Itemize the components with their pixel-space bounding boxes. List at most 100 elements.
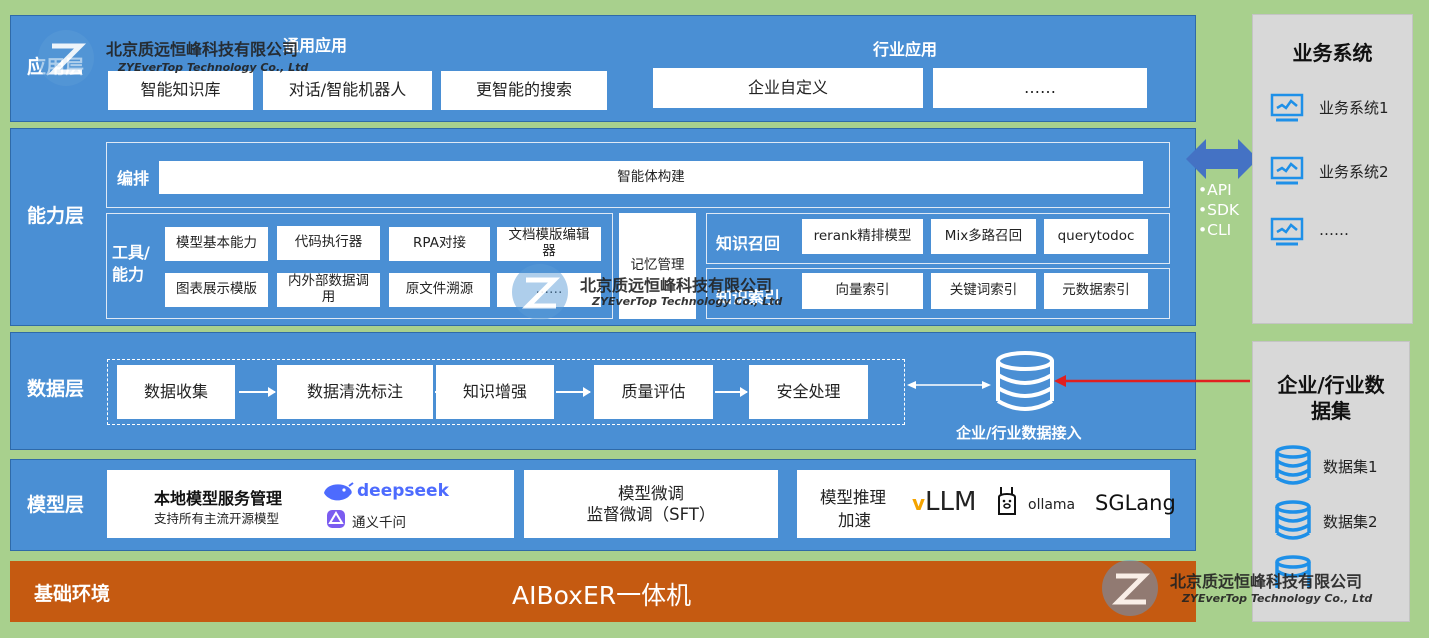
flow-arrow-4 [715,387,748,397]
inference-box: 模型推理 加速 vLLM ollama SGLang [797,470,1176,538]
pipeline-db-double-arrow [907,381,991,389]
dataset-cylinder-icon [1275,445,1311,485]
general-app-title: 通用应用 [283,36,348,55]
vllm-logo: vLLM [912,487,976,517]
data-layer-label: 数据层 [27,378,85,400]
tongyi-qianwen-icon [327,510,345,528]
index-label: 知识索引 [716,288,781,307]
dataset-to-db-arrow [1054,375,1250,387]
monitor-icon [1270,156,1304,185]
ollama-llama-icon [998,487,1016,515]
data-access-label: 企业/行业数据接入 [956,424,1082,442]
dataset-title-line2: 据集 [1311,399,1351,423]
ollama-label: ollama [1028,497,1076,513]
orchestration-label: 编排 [117,169,150,188]
watermark-company-name: 北京质远恒峰科技有限公司 [580,276,773,295]
industry-app-title: 行业应用 [873,40,938,59]
watermark-center: 北京质远恒峰科技有限公司 ZYEverTop Technology Co., L… [510,262,810,322]
index-metadata: 元数据索引 [1044,273,1148,309]
flow-arrow-1 [239,387,276,397]
finetune-box: 模型微调 监督微调（SFT） [524,470,778,538]
tongyi-qianwen-label: 通义千问 [352,515,406,531]
recall-mix: Mix多路召回 [931,219,1036,254]
base-layer-label: 基础环境 [34,583,111,605]
pipeline-dashed-frame [107,359,905,425]
agent-build-box: 智能体构建 [159,161,1143,194]
step-data-cleaning: 数据清洗标注 [277,365,433,419]
model-layer-label: 模型层 [27,494,85,516]
monitor-icon [1270,217,1304,246]
dataset-title-line1: 企业/行业数 [1277,373,1385,397]
watermark-bottom-right: 北京质远恒峰科技有限公司 ZYEverTop Technology Co., L… [1100,558,1400,618]
flow-arrow-3 [556,387,591,397]
dataset-cylinder-icon [1275,555,1311,588]
tools-frame [106,213,613,319]
step-quality-eval: 质量评估 [594,365,713,419]
app-item-more: …… [933,68,1147,108]
deepseek-whale-icon [324,482,354,501]
model-layer: 模型层 本地模型服务管理 支持所有主流开源模型 deepseek 通义千问 模型… [10,459,1196,551]
app-layer: 应用层 通用应用 行业应用 智能知识库 对话/智能机器人 更智能的搜索 企业自定… [10,15,1196,122]
watermark-company-en: ZYEverTop Technology Co., Ltd [1182,592,1373,605]
interface-cli: •CLI [1198,221,1232,239]
watermark-company-name: 北京质远恒峰科技有限公司 [1170,572,1363,591]
recall-rerank: rerank精排模型 [802,219,923,254]
inference-line1: 模型推理 [820,488,886,507]
tool-code-executor: 代码执行器 [277,226,380,260]
business-double-arrow [1186,139,1258,179]
capability-layer-label: 能力层 [27,205,85,227]
finetune-line2: 监督微调（SFT） [586,505,716,524]
index-keyword: 关键词索引 [931,273,1036,309]
vllm-text: LLM [925,487,977,517]
interface-sdk: •SDK [1198,201,1240,219]
business-system-1: 业务系统1 [1319,99,1389,117]
sglang-label: SGLang [1095,491,1176,515]
aiboxer-label: AIBoxER一体机 [512,581,692,610]
step-knowledge-enhance: 知识增强 [436,365,554,419]
tool-doc-template-editor: 文档模版编辑器 [497,227,601,261]
app-item-enterprise-custom: 企业自定义 [653,68,923,108]
capability-layer: 能力层 编排 智能体构建 工具/能力 模型基本能力 代码执行器 RPA对接 文档… [10,128,1196,326]
tool-source-trace: 原文件溯源 [389,273,490,307]
memory-management-box: 记忆管理 [619,213,696,319]
orchestration-frame [106,142,1170,208]
index-frame [706,268,1170,319]
interface-api: •API [1198,181,1232,199]
deepseek-label: deepseek [357,481,449,501]
watermark-company-en: ZYEverTop Technology Co., Ltd [118,61,309,74]
app-item-smart-search: 更智能的搜索 [441,71,607,110]
watermark-company-name: 北京质远恒峰科技有限公司 [106,40,299,59]
tools-label: 工具/能力 [112,243,150,284]
monitor-icon [1270,93,1304,122]
interface-list: •API •SDK •CLI [1198,180,1239,240]
business-system-more: …… [1319,221,1349,239]
tool-chart-template: 图表展示模版 [165,273,268,307]
app-item-chatbot: 对话/智能机器人 [263,71,432,110]
inference-line2: 加速 [838,511,871,530]
dataset-1: 数据集1 [1323,458,1378,476]
company-logo-icon [512,264,568,320]
tool-data-call: 内外部数据调用 [277,273,380,307]
company-logo-icon [38,30,94,86]
base-layer: 基础环境 AIBoxER一体机 [10,561,1196,622]
local-model-title: 本地模型服务管理 [154,489,283,508]
local-model-service-box: 本地模型服务管理 支持所有主流开源模型 deepseek 通义千问 [107,470,514,538]
business-system-title: 业务系统 [1292,41,1373,65]
vllm-v: v [912,491,926,515]
company-logo-icon [1102,560,1158,616]
tool-model-basic: 模型基本能力 [165,227,268,261]
local-model-subtitle: 支持所有主流开源模型 [154,511,280,526]
dataset-cylinder-icon [1275,500,1311,540]
recall-querytodoc: querytodoc [1044,219,1148,254]
business-system-2: 业务系统2 [1319,163,1389,181]
recall-label: 知识召回 [716,234,781,253]
finetune-line1: 模型微调 [618,483,684,503]
recall-frame [706,213,1170,264]
index-vector: 向量索引 [802,273,923,309]
watermark-top-left: 北京质远恒峰科技有限公司 ZYEverTop Technology Co., L… [36,28,336,88]
tool-rpa: RPA对接 [389,227,490,261]
database-icon [996,351,1054,411]
watermark-company-en: ZYEverTop Technology Co., Ltd [592,295,783,308]
app-item-knowledge-base: 智能知识库 [108,71,253,110]
dataset-2: 数据集2 [1323,513,1378,531]
